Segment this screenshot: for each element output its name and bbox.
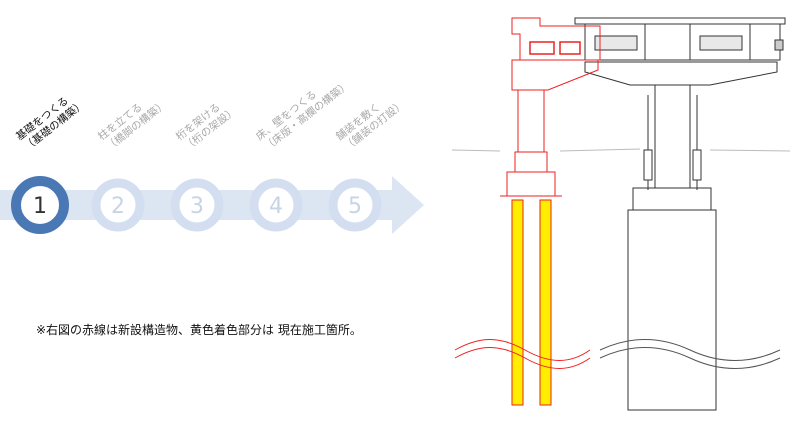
ground-line <box>451 148 791 152</box>
step-2-number: 2 <box>111 194 125 219</box>
break-line-black-2 <box>599 347 781 369</box>
new-footing <box>506 171 556 197</box>
new-deck <box>511 17 601 61</box>
pile-left <box>511 199 524 406</box>
bridge-diagram-svg <box>451 17 791 411</box>
break-line-black <box>599 339 781 361</box>
existing-foundation <box>627 187 717 411</box>
bridge-cross-section <box>440 0 800 421</box>
existing-pier-cap <box>584 61 778 86</box>
existing-deck <box>574 17 786 61</box>
step-5-circle[interactable] <box>328 178 382 232</box>
step-4-circle[interactable] <box>249 178 303 232</box>
legend-note: ※右図の赤線は新設構造物、黄色着色部分は 現在施工箇所。 <box>36 323 362 337</box>
pile-right <box>539 199 552 406</box>
break-line-red-2 <box>454 347 591 369</box>
new-structure <box>500 17 601 197</box>
current-work-piles <box>511 199 552 406</box>
new-pier-cap <box>511 59 599 91</box>
progress-arrow-graphic: 1 2 3 4 5 <box>0 176 424 234</box>
step-2-circle[interactable] <box>91 178 145 232</box>
step-3-number: 3 <box>190 194 204 219</box>
new-pier-column <box>517 89 545 153</box>
step-1-number: 1 <box>33 194 47 219</box>
break-line-red <box>454 339 591 361</box>
step-3-circle[interactable] <box>170 178 224 232</box>
step-4-number: 4 <box>269 194 283 219</box>
step-5-number: 5 <box>348 194 362 219</box>
step-1-circle[interactable] <box>11 176 69 234</box>
existing-pier <box>643 84 702 190</box>
